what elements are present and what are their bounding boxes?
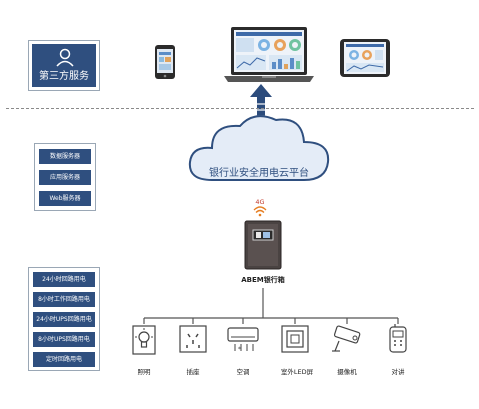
device-label-led: 室外LED屏	[280, 368, 314, 376]
signal-label: 4G	[255, 198, 265, 206]
server-item-data: 数据服务器	[39, 149, 91, 164]
circuit-item: 24小时回路用电	[33, 272, 95, 287]
wifi-signal-icon	[253, 206, 267, 217]
cloud-platform: 银行业安全用电云平台	[184, 108, 334, 188]
svg-text:*: *	[238, 346, 241, 353]
light-bulb-icon	[132, 325, 156, 355]
socket-icon	[179, 325, 207, 353]
third-party-panel-bg	[32, 44, 96, 87]
circuit-item: 8小时UPS回路用电	[33, 332, 95, 347]
intercom-icon	[389, 324, 407, 353]
third-party-label: 第三方服务	[39, 71, 89, 82]
abem-box-device	[244, 220, 282, 270]
cloud-shape	[188, 115, 330, 181]
third-party-panel: 第三方服务	[28, 40, 100, 91]
server-item-web: Web服务器	[39, 191, 91, 206]
section-divider	[6, 108, 474, 109]
circuit-panel: 24小时回路用电 8小时工作回路用电 24小时UPS回路用电 8小时UPS回路用…	[28, 267, 100, 371]
server-panel: 数据服务器 应用服务器 Web服务器	[34, 143, 96, 211]
tablet-icon	[340, 39, 390, 77]
user-icon	[56, 48, 74, 67]
circuit-item: 定时回路用电	[33, 352, 95, 367]
abem-box-label: ABEM银行箱	[241, 276, 285, 284]
air-conditioner-icon: *	[227, 327, 259, 353]
phone-icon	[155, 45, 175, 79]
circuit-item: 24小时UPS回路用电	[33, 312, 95, 327]
camera-icon	[332, 325, 361, 352]
device-label-lighting: 照明	[137, 368, 151, 376]
device-label-ac: 空调	[236, 368, 250, 376]
led-screen-icon	[281, 325, 309, 353]
device-label-intercom: 对讲	[391, 368, 405, 376]
server-item-app: 应用服务器	[39, 170, 91, 185]
device-label-camera: 摄像机	[337, 368, 357, 376]
cloud-platform-label: 银行业安全用电云平台	[209, 168, 309, 179]
circuit-item: 8小时工作回路用电	[33, 292, 95, 307]
laptop-icon	[224, 27, 314, 82]
device-label-socket: 插座	[186, 368, 200, 376]
